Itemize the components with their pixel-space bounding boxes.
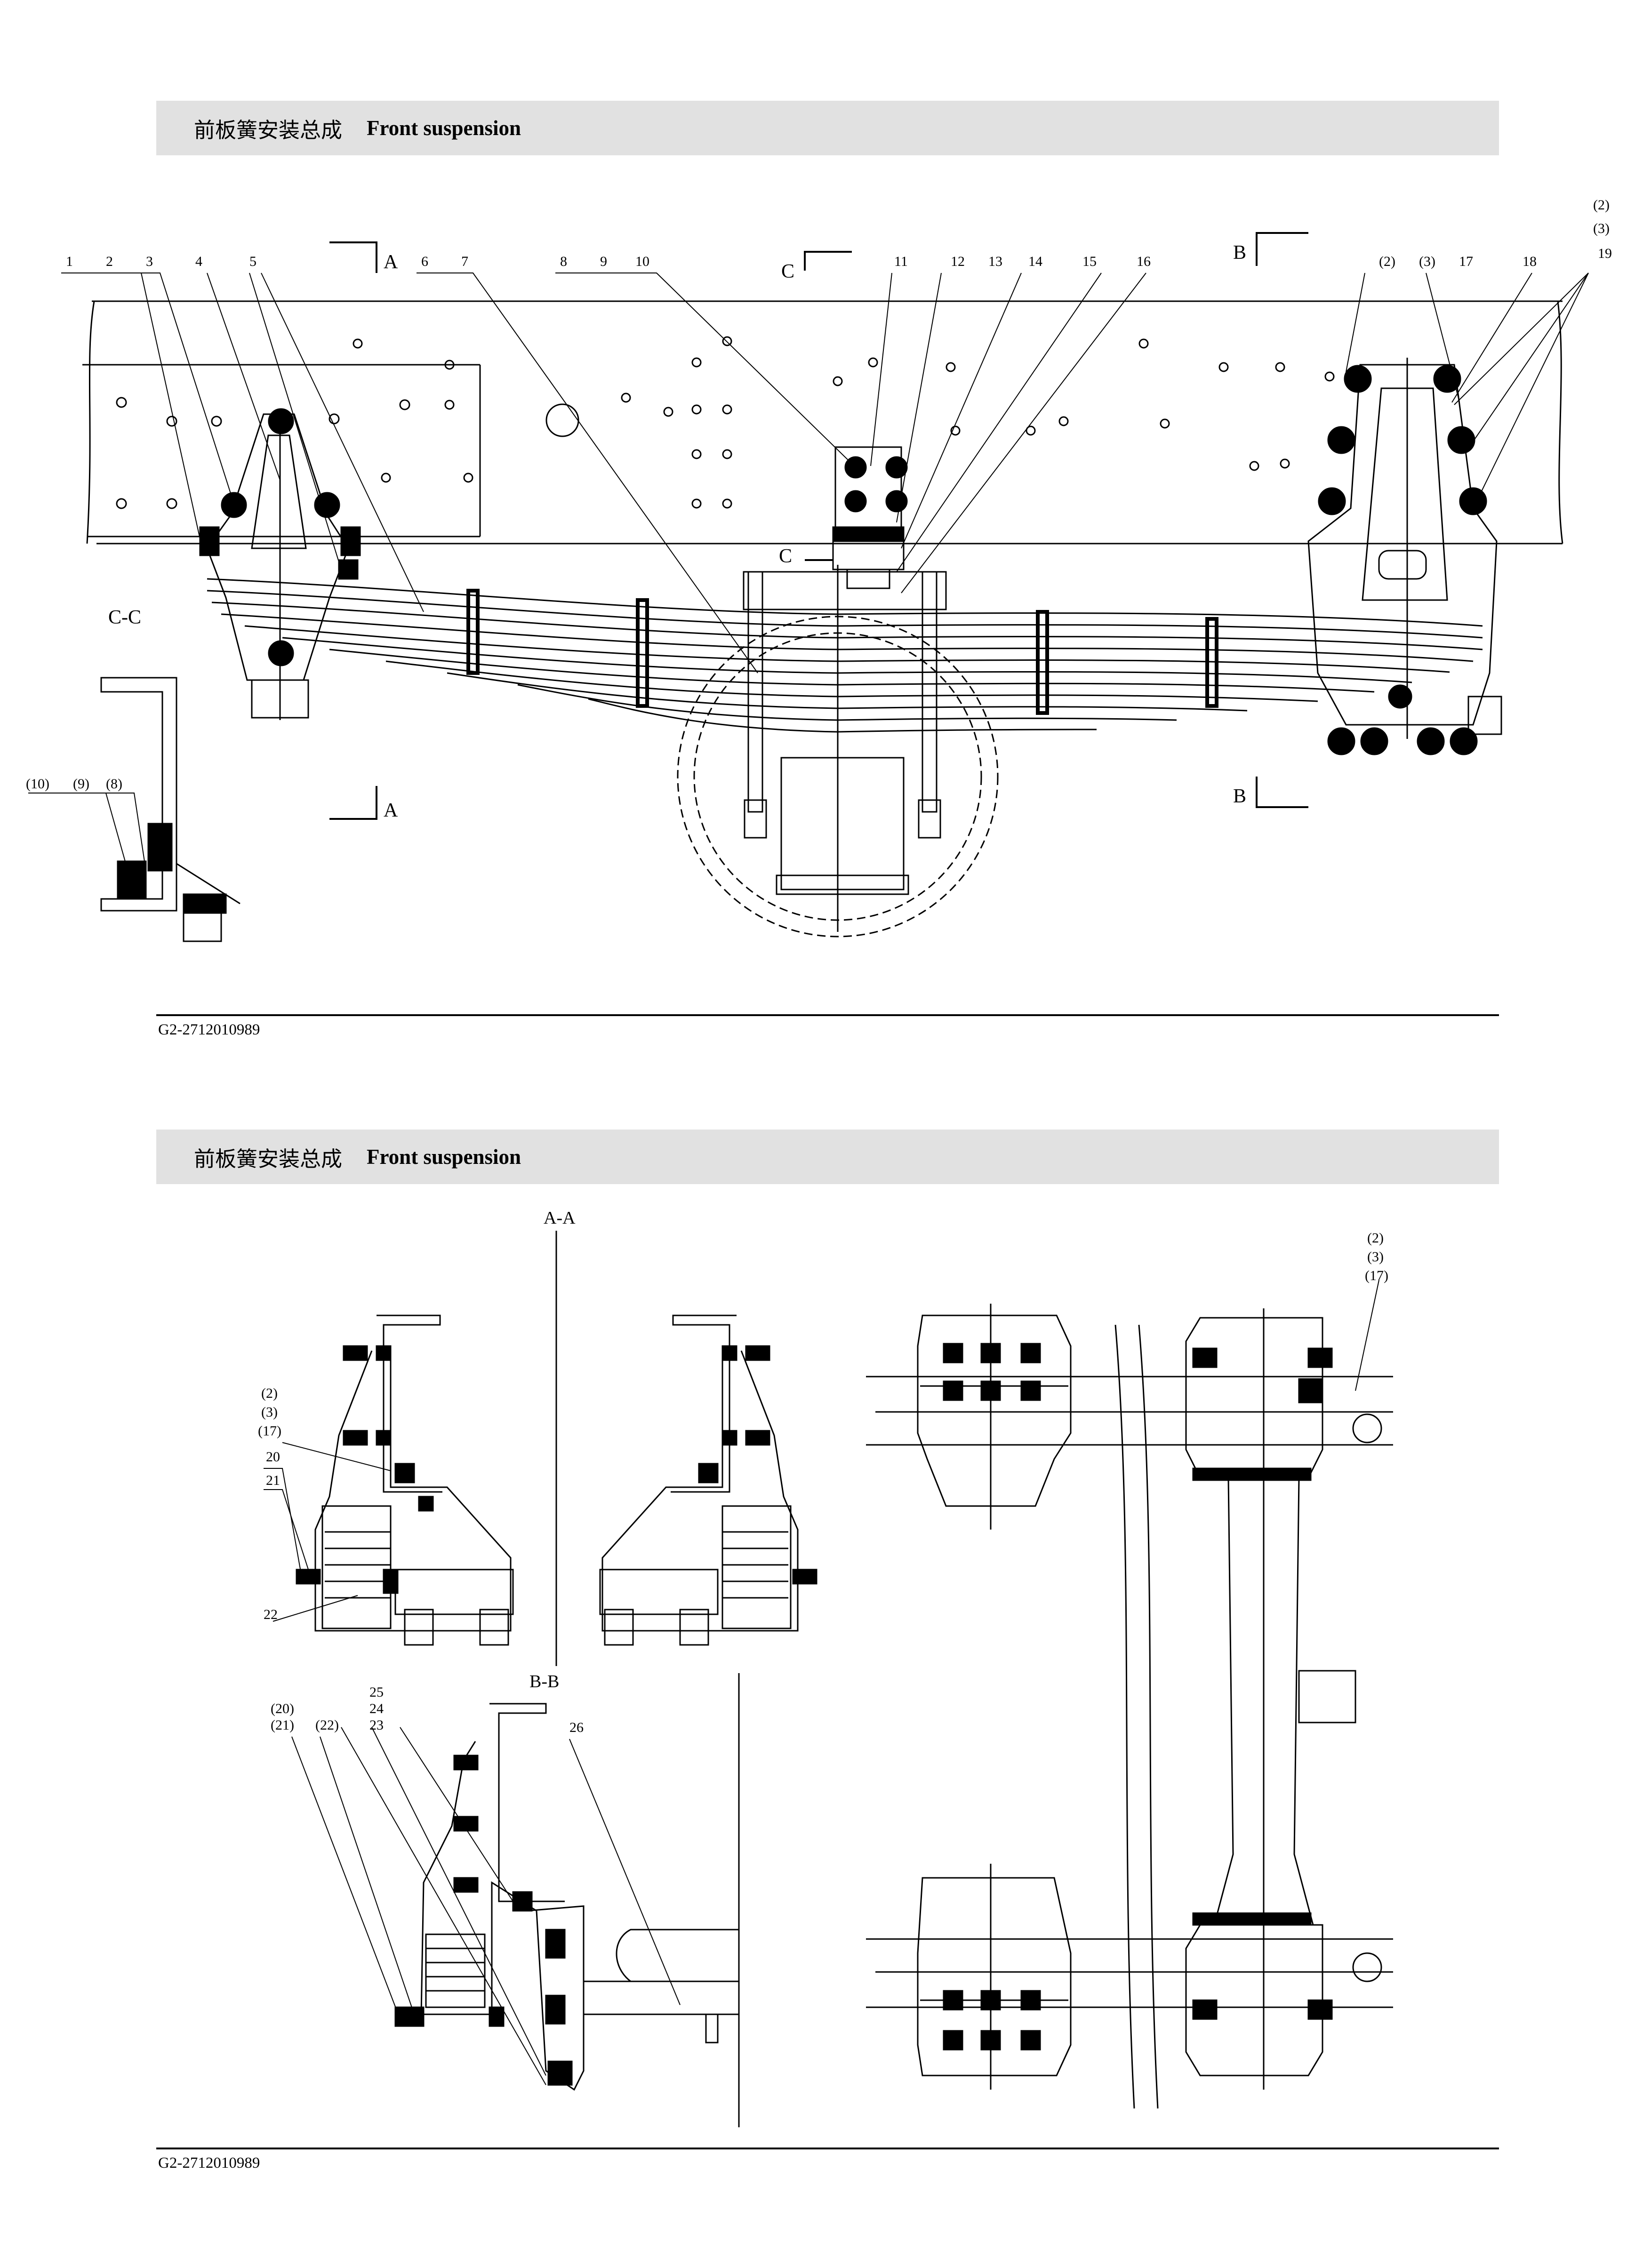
frame-holes [116,336,1335,509]
aa-right-bolts [698,1345,817,1585]
callout-21: 21 [266,1473,280,1488]
panel-header: 前板簧安装总成 Front suspension [156,101,1499,155]
plan-view-front-bolts [943,1343,1041,2051]
callout-3-paren: (3) [1419,254,1435,269]
callout-leaders-p2 [264,1280,1379,2085]
callout-2-stack: (2) [1593,197,1610,213]
callout-16: 16 [1137,254,1151,269]
part-code: G2-2712010989 [158,1021,260,1038]
section-mark-b-top: B [1233,242,1246,264]
callout-2-paren-top: (2) [1367,1230,1384,1246]
callout-17: 17 [1459,254,1473,269]
callout-6: 6 [421,254,428,269]
callout-13: 13 [988,254,1002,269]
leaf-spring-stack [207,578,1483,733]
footer-rule [156,2148,1499,2149]
bb-bolts [394,1755,573,2086]
panel-title-english: Front suspension [367,1145,521,1169]
callout-25: 25 [369,1684,384,1700]
callout-2-paren: (2) [1379,254,1395,269]
callout-17-paren-aa: (17) [258,1423,281,1439]
rear-bracket-bolts [1318,365,1487,755]
callout-20-paren: (20) [271,1701,294,1716]
view-label-cc: C-C [108,607,141,628]
callout-18: 18 [1523,254,1537,269]
callout-20: 20 [266,1449,280,1465]
callout-9: 9 [600,254,607,269]
callout-3: 3 [146,254,153,269]
panel-title-english: Front suspension [367,116,521,140]
footer-rule [156,1014,1499,1016]
callout-24: 24 [369,1701,384,1716]
callout-26: 26 [569,1720,584,1735]
bb-section [420,1703,740,2091]
section-mark-c-mid: C [779,545,792,567]
section-mark-labels: A A C C B B C-C [108,242,1246,821]
callout-14: 14 [1028,254,1042,269]
callout-23: 23 [369,1717,384,1733]
section-views-drawing: (2) (3) (17) 20 21 22 (2) (3) (17) 25 24… [258,1208,1393,2127]
view-label-aa: A-A [544,1208,576,1228]
callout-labels: 1 2 3 4 5 6 7 8 9 10 11 12 13 14 15 16 (… [26,197,1612,792]
callout-leaders [28,272,1589,885]
aa-left-section [314,1314,514,1646]
part-code: G2-2712010989 [158,2155,260,2172]
spring-clips [466,589,1218,715]
callout-4: 4 [195,254,202,269]
callout-8-paren: (8) [106,776,122,792]
callout-10-paren: (10) [26,776,49,792]
callout-22-paren: (22) [315,1717,339,1733]
panel-title-chinese: 前板簧安装总成 [194,117,343,143]
callout-19: 19 [1598,246,1612,261]
front-spring-bracket [206,413,349,720]
callout-22: 22 [264,1607,278,1622]
bracket-bolts-left [199,408,361,666]
panel-front-suspension-side-view: 前板簧安装总成 Front suspension [0,0,1651,1130]
center-clamp-ubolts [743,565,947,932]
section-mark-b-bottom: B [1233,785,1246,807]
plan-view-rear-bolts [1192,1347,1333,2020]
panel-title-chinese: 前板簧安装总成 [194,1146,343,1171]
callout-7: 7 [461,254,468,269]
panel-front-suspension-sections: 前板簧安装总成 Front suspension [0,1130,1651,2268]
section-arrows [329,232,1308,820]
view-label-bb: B-B [529,1672,559,1691]
callout-17-paren-top: (17) [1365,1268,1388,1283]
aa-right-section [599,1314,799,1646]
callout-8: 8 [560,254,567,269]
bump-stop-bolts [832,456,908,542]
callout-2: 2 [106,254,113,269]
section-mark-a-bottom: A [384,800,398,821]
callout-5: 5 [249,254,256,269]
callout-3-stack: (3) [1593,221,1610,236]
aa-left-bolts [296,1345,434,1594]
callout-3-paren-aa: (3) [261,1404,278,1420]
callout-1: 1 [66,254,73,269]
callout-2-paren-aa: (2) [261,1386,278,1401]
callout-21-paren: (21) [271,1717,294,1733]
callout-10: 10 [635,254,649,269]
plan-view-frame-rails [866,1324,1393,2109]
axle-outline [677,616,999,938]
side-view-drawing: 1 2 3 4 5 6 7 8 9 10 11 12 13 14 15 16 (… [26,197,1612,942]
rear-shackle-bracket [1307,358,1502,739]
view-labels-p2: A-A B-B [529,1208,576,1691]
cc-section-detail [100,677,240,942]
callout-labels-p2: (2) (3) (17) 20 21 22 (2) (3) (17) 25 24… [258,1230,1388,1735]
callout-11: 11 [894,254,908,269]
panel-header: 前板簧安装总成 Front suspension [156,1130,1499,1184]
callout-15: 15 [1082,254,1097,269]
section-mark-c-top: C [781,261,794,282]
section-mark-a-top: A [384,251,398,273]
callout-3-paren-top: (3) [1367,1249,1384,1265]
callout-9-paren: (9) [73,776,89,792]
callout-12: 12 [951,254,965,269]
